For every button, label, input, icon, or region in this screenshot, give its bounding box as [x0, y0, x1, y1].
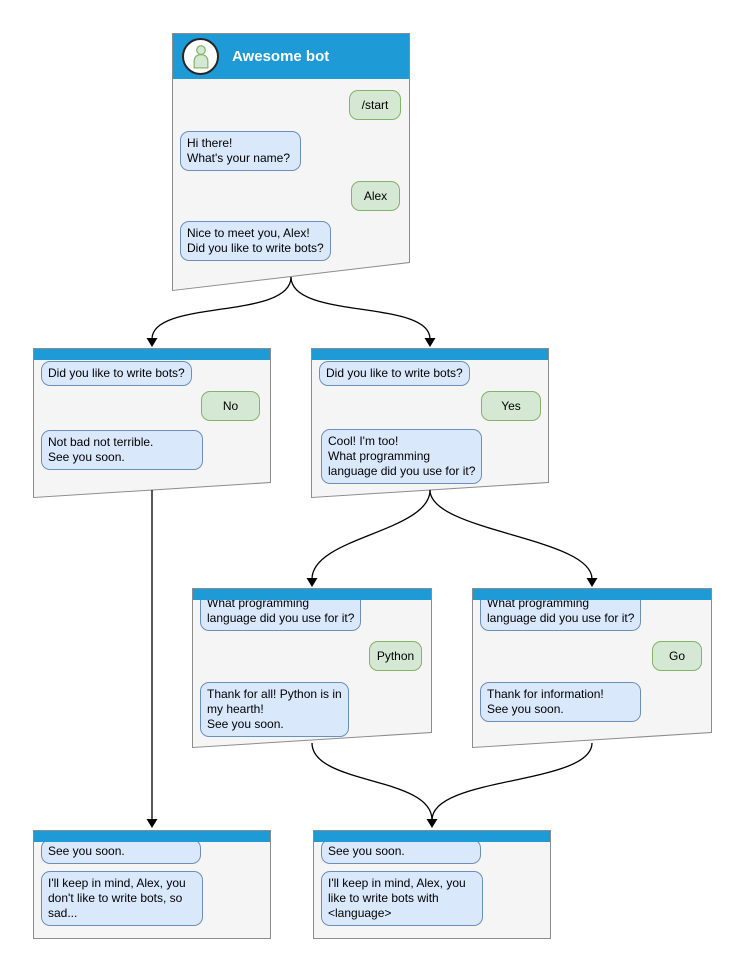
user-message-bubble: /start [349, 90, 401, 120]
window-title-bar [34, 349, 270, 360]
user-message-bubble: Yes [481, 391, 541, 421]
person-icon [190, 44, 212, 69]
bot-message-bubble: Not bad not terrible. See you soon. [41, 430, 203, 470]
avatar [182, 38, 219, 75]
chat-window-end-language: See you soon. I'll keep in mind, Alex, y… [313, 830, 551, 939]
connector-python-to-end [311, 742, 433, 821]
bot-message-bubble: Hi there! What's your name? [180, 131, 301, 171]
bot-message-bubble: I'll keep in mind, Alex, you don't like … [41, 871, 203, 926]
window-title-bar [34, 831, 270, 842]
chat-window-start: Awesome bot /start Hi there! What's your… [172, 33, 410, 291]
chat-window-end-no: See you soon. I'll keep in mind, Alex, y… [33, 830, 271, 939]
bot-message-bubble: See you soon. [41, 839, 201, 864]
bot-message-bubble: Did you like to write bots? [41, 361, 192, 386]
window-title-bar [193, 589, 431, 600]
window-title-bar [312, 349, 548, 360]
connector-start-to-yes-branch [290, 276, 436, 347]
bot-message-bubble: See you soon. [321, 839, 481, 864]
user-message-bubble: Go [652, 641, 702, 671]
bot-message-bubble: Did you like to write bots? [319, 361, 470, 386]
connector-no-to-end [146, 490, 158, 828]
chat-window-branch-go: What programming language did you use fo… [472, 588, 712, 748]
user-message-bubble: Alex [351, 181, 400, 211]
window-header: Awesome bot [173, 34, 409, 79]
connector-yes-to-python-branch [306, 489, 431, 587]
bot-message-bubble: Thank for information! See you soon. [480, 682, 641, 722]
connector-start-to-no-branch [146, 276, 292, 347]
bot-message-bubble: Cool! I'm too! What programming language… [321, 429, 482, 484]
bot-message-bubble: Nice to meet you, Alex! Did you like to … [180, 221, 331, 261]
user-message-bubble: Python [369, 641, 422, 671]
connector-yes-to-go-branch [429, 489, 598, 587]
chat-window-branch-python: What programming language did you use fo… [192, 588, 432, 748]
user-message-bubble: No [201, 391, 260, 421]
chat-window-branch-no: Did you like to write bots? No Not bad n… [33, 348, 271, 498]
bot-name: Awesome bot [232, 48, 330, 65]
window-title-bar [473, 589, 711, 600]
bot-message-bubble: Thank for all! Python is in my hearth! S… [200, 682, 349, 737]
bot-message-bubble: I'll keep in mind, Alex, you like to wri… [321, 871, 483, 926]
window-title-bar [314, 831, 550, 842]
connector-go-to-end [426, 742, 593, 828]
chat-window-branch-yes: Did you like to write bots? Yes Cool! I'… [311, 348, 549, 498]
